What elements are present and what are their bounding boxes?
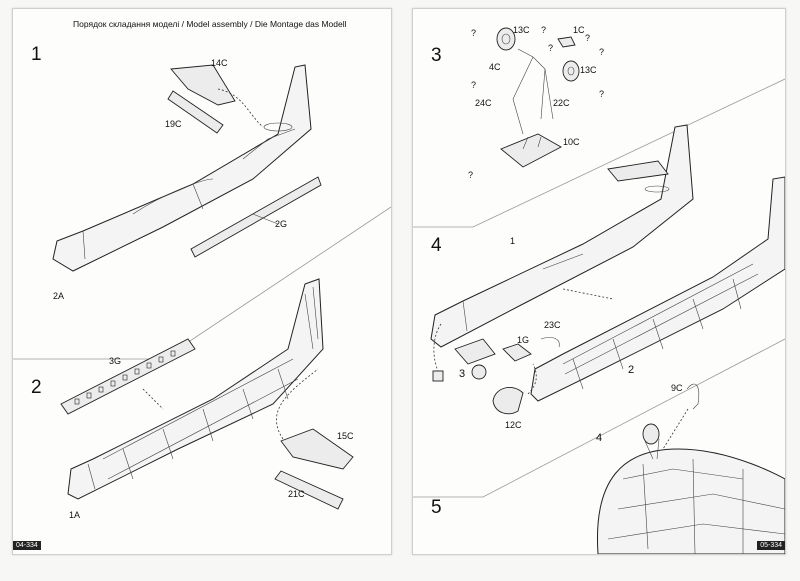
step-divider [413,338,785,498]
part-21C [274,470,344,510]
part-label: 21C [288,489,305,499]
step-number: 1 [31,44,42,65]
part-15C [280,428,354,470]
part-label: 13C [580,65,597,75]
step-number: 2 [31,377,42,398]
unknown-mark: ? [599,89,605,99]
step-divider [413,78,785,228]
step-number: 4 [431,235,442,256]
step-divider [13,206,391,360]
unknown-mark: ? [471,28,477,38]
fuselage-half-2 [530,176,785,402]
page-header: Порядок складання моделі / Model assembl… [73,19,347,29]
part-3G [60,338,196,415]
part-label: 2 [628,364,635,376]
unknown-mark: ? [471,80,477,90]
part-3 [454,338,496,365]
fuselage-half-1 [430,124,694,348]
unknown-mark: ? [548,43,554,53]
part-label: 2A [53,291,65,301]
part-label: 4 [596,432,603,444]
right-page: 3 4 5 13C 1C 4C 13C 24C 22C 10C 1 23C 1G… [412,8,786,555]
part-label: 10C [563,137,580,147]
part-10C [500,133,562,168]
part-label: 1 [510,236,516,246]
part-2G [190,176,322,258]
right-page-illustrations [413,27,785,554]
part-label: 3 [459,368,466,380]
part-label: 4C [489,62,501,72]
fuselage-half-2A [52,64,312,272]
step-number: 3 [431,45,442,66]
fuselage-1A [67,278,324,500]
part-label: 3G [109,356,122,366]
part-1G [502,343,532,362]
unknown-mark: ? [599,47,605,57]
left-page-illustrations [13,64,391,510]
part-label: 22C [553,98,570,108]
left-page: Порядок складання моделі / Model assembl… [12,8,392,555]
part-label: 12C [505,420,522,430]
part-1C [557,36,576,48]
part-label: 13C [513,25,530,35]
part-label: 1A [69,510,81,520]
part-label: 9C [671,383,683,393]
part-label: 14C [211,58,228,68]
page-code: 04-334 [13,541,41,550]
unknown-mark: ? [468,170,474,180]
part-label: 2G [275,219,288,229]
part-label: 1C [573,25,585,35]
landing-gear-assembly [496,27,580,168]
part-14C [170,64,236,106]
part-label: 19C [165,119,182,129]
part-12C [492,386,524,415]
step-number: 5 [431,497,442,518]
unknown-mark: ? [541,25,547,35]
part-19C [167,90,224,134]
fuselage-nose-closeup [596,383,785,554]
unknown-mark: ? [585,33,591,43]
part-label: 15C [337,431,354,441]
part-label: 23C [544,320,561,330]
part-label: 24C [475,98,492,108]
page-code: 05-334 [757,541,785,550]
part-label: 1G [517,335,530,345]
